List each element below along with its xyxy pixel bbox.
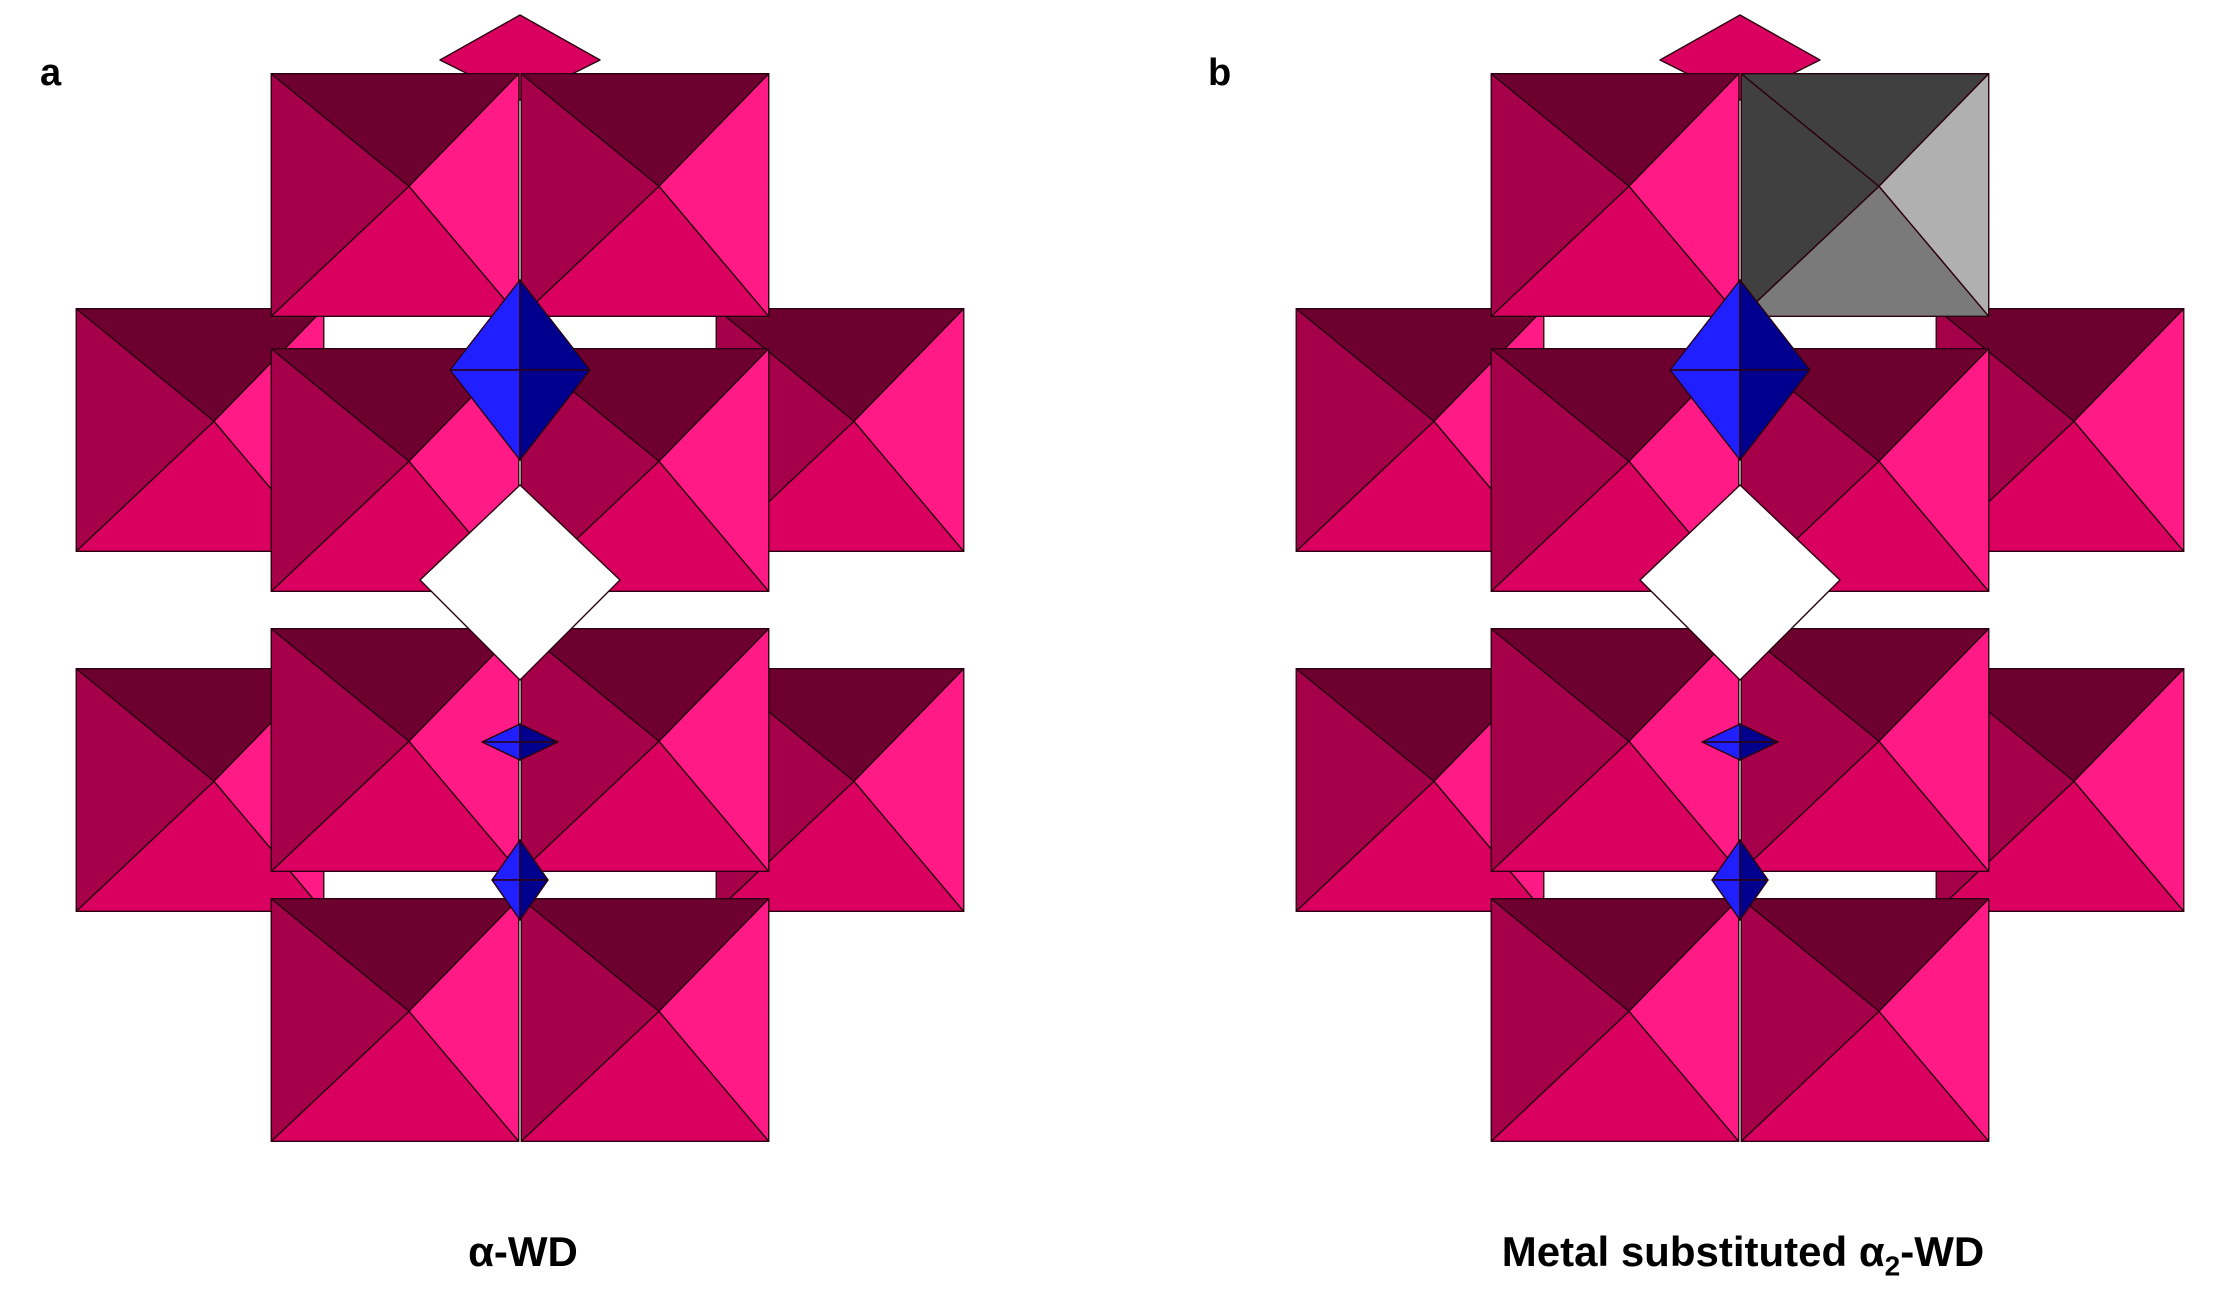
tungsten-octahedron-top-left-face [408, 73, 520, 317]
tungsten-octahedron-top-left-face [1628, 73, 1740, 317]
caption-alpha-wd: α-WD [73, 1228, 973, 1276]
panel-letter-a: a [40, 52, 62, 94]
caption-metal-main: Metal substituted α [1501, 1228, 1885, 1275]
tungsten-octahedron-right-lower-face [2073, 668, 2185, 912]
caption-alpha-wd-text: α-WD [468, 1228, 578, 1275]
phosphate-tetrahedron-center-face [1739, 741, 1779, 761]
central-void [419, 484, 621, 681]
tungsten-octahedron-bottom-right-face [1878, 898, 1990, 1142]
phosphate-tetrahedron-center-face [519, 741, 559, 761]
tungsten-octahedron-bottom-left-face [408, 898, 520, 1142]
phosphate-tetrahedron-upper-face [1739, 369, 1811, 461]
tungsten-octahedron-low-right-face [1878, 628, 1990, 872]
tungsten-octahedron-low-right-face [658, 628, 770, 872]
alpha-wd-structure [75, 14, 965, 1142]
caption-metal-subscript: 2 [1884, 1250, 1901, 1282]
caption-metal-tail: -WD [1900, 1228, 1985, 1275]
phosphate-tetrahedron-upper-face [519, 369, 591, 461]
tungsten-octahedron-mid-right-face [1878, 348, 1990, 592]
tungsten-octahedron-bottom-right-face [658, 898, 770, 1142]
central-void [1639, 484, 1841, 681]
caption-metal-substituted: Metal substituted α2-WD [1293, 1228, 2193, 1282]
metal-substituted-alpha2-wd-structure [1295, 14, 2185, 1142]
tungsten-octahedron-bottom-left-face [1628, 898, 1740, 1142]
tungsten-octahedron-top-right-face [658, 73, 770, 317]
phosphate-tetrahedron-lower-face [519, 879, 549, 921]
phosphate-tetrahedron-lower-face [1739, 879, 1769, 921]
panel-letter-b: b [1208, 52, 1232, 94]
substituted-metal-octahedron-face [1878, 73, 1990, 317]
tungsten-octahedron-right-lower-face [853, 668, 965, 912]
tungsten-octahedron-mid-right-face [658, 348, 770, 592]
tungsten-octahedron-right-upper-face [853, 308, 965, 552]
tungsten-octahedron-right-upper-face [2073, 308, 2185, 552]
